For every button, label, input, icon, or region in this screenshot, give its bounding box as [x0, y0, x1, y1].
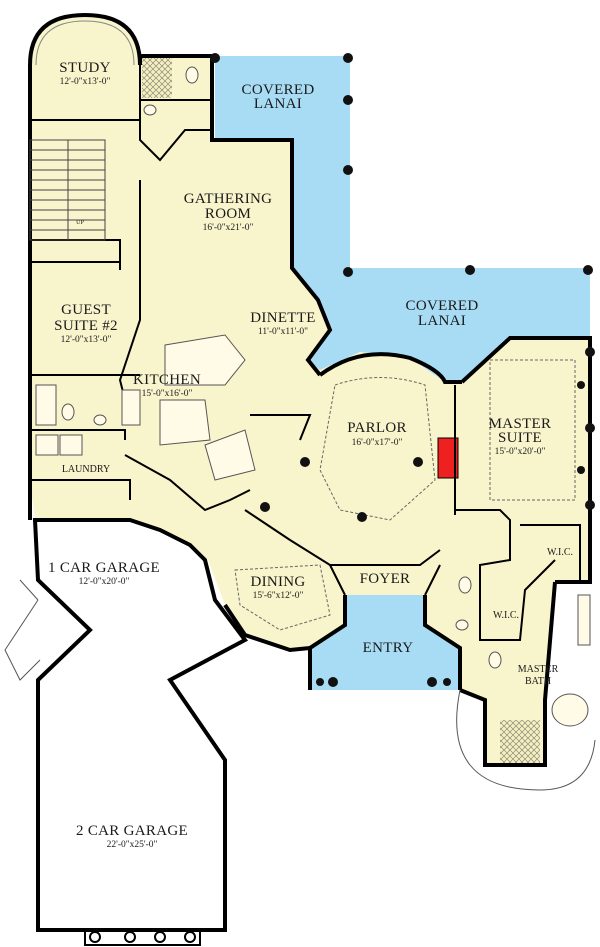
master-suite-dims: 15'-0"x20'-0"	[495, 447, 546, 457]
master-bath-tile	[500, 720, 540, 765]
study-window-arc	[35, 20, 135, 66]
fireplace	[437, 437, 459, 479]
master-suite-wall	[460, 336, 592, 584]
dining-label: DINING	[250, 574, 305, 590]
dinette-label: DINETTE	[250, 310, 315, 326]
covered-lanai-lower-label-1: COVERED	[406, 298, 479, 314]
study-dims: 12'-0"x13'-0"	[60, 77, 111, 87]
garage-posts	[84, 930, 201, 946]
study-bath-tile	[142, 58, 172, 98]
guest-suite-dims: 12'-0"x13'-0"	[61, 335, 112, 345]
study-wall	[28, 12, 214, 130]
ceiling-outlines	[234, 359, 576, 631]
dinette-dims: 11'-0"x11'-0"	[258, 327, 308, 337]
kitchen-fixtures	[121, 334, 256, 481]
master-bath-wall	[459, 581, 557, 767]
gathering-room-label-1: GATHERING	[184, 191, 273, 207]
bath-fixtures	[35, 66, 591, 727]
gathering-wall	[210, 130, 333, 377]
gathering-room-label-2: ROOM	[205, 206, 251, 222]
wic-label-2: W.I.C.	[493, 610, 519, 621]
garage-outline[interactable]	[32, 518, 248, 932]
laundry-appliances	[35, 434, 83, 456]
study-label: STUDY	[59, 60, 111, 76]
covered-lanai-upper-area	[215, 56, 350, 270]
entry-label: ENTRY	[363, 640, 414, 656]
laundry-label: LAUNDRY	[62, 464, 110, 475]
master-bath-label-1: MASTER	[518, 664, 559, 675]
parlor-dims: 16'-0"x17'-0"	[352, 438, 403, 448]
two-car-garage-dims: 22'-0"x25'-0"	[107, 840, 158, 850]
master-bath-label-2: BATH	[525, 676, 551, 687]
covered-lanai-lower-area	[292, 268, 590, 382]
two-car-garage-label: 2 CAR GARAGE	[76, 823, 188, 839]
gathering-room-dims: 16'-0"x21'-0"	[203, 223, 254, 233]
parlor-arc-wall	[318, 352, 462, 384]
dining-wall	[223, 603, 311, 653]
garage-side-shed	[4, 599, 41, 681]
guest-suite-label-1: GUEST	[61, 302, 111, 318]
guest-suite-label-2: SUITE #2	[54, 318, 118, 334]
dining-dims: 15'-6"x12'-0"	[253, 591, 304, 601]
stairs-up-label: UP	[76, 220, 84, 226]
house-interior	[30, 15, 590, 765]
master-suite-label-1: MASTER	[489, 416, 552, 432]
covered-lanai-upper-label-1: COVERED	[242, 82, 315, 98]
master-suite-label-2: SUITE	[498, 430, 542, 446]
entry-area	[310, 595, 460, 690]
parlor-label: PARLOR	[347, 420, 407, 436]
one-car-garage-dims: 12'-0"x20'-0"	[79, 577, 130, 587]
master-bath-bay	[456, 689, 596, 791]
garage-door-left	[19, 579, 39, 601]
entry-wall	[308, 595, 462, 690]
staircase	[29, 139, 106, 241]
kitchen-label: KITCHEN	[133, 372, 201, 388]
wic-label-1: W.I.C.	[547, 547, 573, 558]
covered-lanai-upper-label-2: LANAI	[254, 96, 302, 112]
covered-lanai-lower-label-2: LANAI	[418, 313, 466, 329]
columns	[210, 53, 595, 687]
foyer-label: FOYER	[360, 571, 411, 587]
kitchen-dims: 15'-0"x16'-0"	[142, 389, 193, 399]
room-labels: STUDY 12'-0"x13'-0" COVERED LANAI GATHER…	[48, 60, 573, 850]
one-car-garage-label: 1 CAR GARAGE	[48, 560, 160, 576]
